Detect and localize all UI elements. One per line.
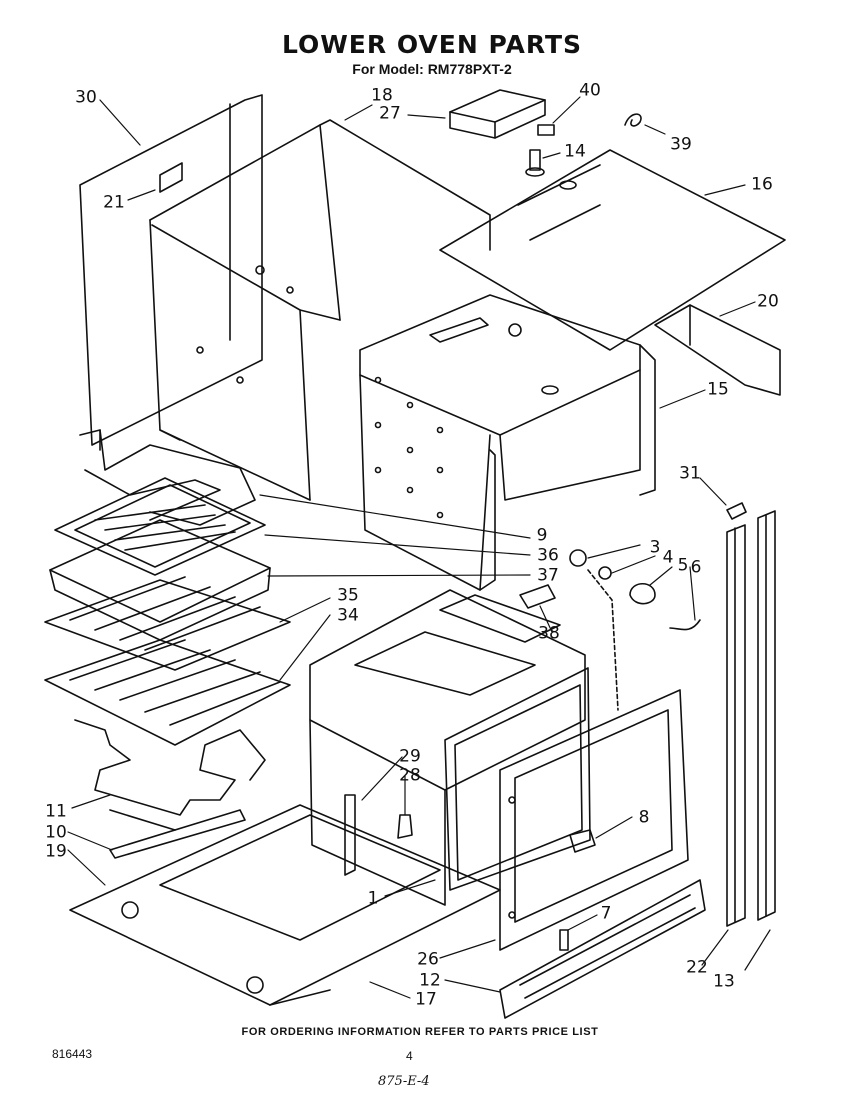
callout-30: 30 xyxy=(75,87,97,108)
callout-39: 39 xyxy=(670,134,692,155)
part-40-clip xyxy=(537,124,555,136)
callout-8: 8 xyxy=(638,807,650,828)
callout-14: 14 xyxy=(564,141,586,162)
callout-22: 22 xyxy=(686,957,708,978)
part-20-rear-support xyxy=(654,304,781,396)
part-30-rear-panel xyxy=(79,94,263,446)
part-39-spring-clip xyxy=(624,113,642,127)
diagram-title: LOWER OVEN PARTS xyxy=(281,30,583,59)
callout-21: 21 xyxy=(103,192,125,213)
callout-12: 12 xyxy=(419,970,441,991)
callout-10: 10 xyxy=(45,822,67,843)
lamp-leader-dashed xyxy=(587,569,619,711)
callout-15: 15 xyxy=(707,379,729,400)
part-27-top-vent-box xyxy=(449,89,546,139)
callout-26: 26 xyxy=(417,949,439,970)
callout-20: 20 xyxy=(757,291,779,312)
part-36-broiler-grid xyxy=(54,477,266,576)
part-15-oven-liner-box xyxy=(359,294,656,591)
callout-4: 4 xyxy=(662,547,674,568)
callout-19: 19 xyxy=(45,841,67,862)
part-34-oven-rack-lower xyxy=(44,639,291,746)
part-7-screw xyxy=(559,929,569,951)
callout-28: 28 xyxy=(399,765,421,786)
part-9-broil-element xyxy=(79,429,256,526)
callout-1: 1 xyxy=(367,888,379,909)
callout-38: 38 xyxy=(538,623,560,644)
callout-35: 35 xyxy=(337,585,359,606)
model-subtitle: For Model: RM778PXT-2 xyxy=(352,61,512,77)
callout-6: 6 xyxy=(690,557,702,578)
callout-34: 34 xyxy=(337,605,359,626)
part-3-lamp-socket xyxy=(569,549,587,567)
part-22-side-trim-left xyxy=(726,524,746,927)
callout-9: 9 xyxy=(536,525,548,546)
callout-16: 16 xyxy=(751,174,773,195)
part-35-oven-rack-upper xyxy=(44,576,291,671)
part-28-clip xyxy=(397,814,413,839)
document-number: 816443 xyxy=(52,1047,93,1061)
part-26-door-frame xyxy=(499,689,689,951)
part-38-hinge-receiver xyxy=(519,584,556,609)
part-11-bake-element xyxy=(74,719,266,831)
part-14-burner-valve xyxy=(525,149,545,177)
part-8-door-switch xyxy=(569,829,596,853)
callout-7: 7 xyxy=(600,903,612,924)
part-31-bracket xyxy=(726,502,747,520)
callout-31: 31 xyxy=(679,463,701,484)
part-29-lock-bracket xyxy=(344,794,356,876)
callout-13: 13 xyxy=(713,971,735,992)
page-number: 4 xyxy=(406,1049,413,1063)
part-12-vent-grille xyxy=(499,879,706,1019)
callout-18: 18 xyxy=(371,85,393,106)
handwritten-note: 875-E-4 xyxy=(378,1074,430,1089)
callout-5: 5 xyxy=(677,555,689,576)
callout-11: 11 xyxy=(45,801,67,822)
callout-37: 37 xyxy=(537,565,559,586)
callout-17: 17 xyxy=(415,989,437,1010)
ordering-note: FOR ORDERING INFORMATION REFER TO PARTS … xyxy=(241,1026,599,1038)
callout-29: 29 xyxy=(399,746,421,767)
callout-27: 27 xyxy=(379,103,401,124)
part-16-top-plate xyxy=(439,149,786,351)
part-oven-cavity-assembly xyxy=(309,589,591,906)
part-10-element-bracket xyxy=(109,809,246,859)
part-18-cabinet xyxy=(149,119,491,501)
callout-36: 36 xyxy=(537,545,559,566)
callout-40: 40 xyxy=(579,80,601,101)
part-4-lamp-bulb xyxy=(598,566,612,580)
callout-3: 3 xyxy=(649,537,661,558)
part-6-lamp-clip xyxy=(669,619,701,631)
part-5-lamp-cover xyxy=(629,582,656,605)
leader-lines xyxy=(67,96,771,999)
part-13-side-trim-right xyxy=(757,510,776,921)
